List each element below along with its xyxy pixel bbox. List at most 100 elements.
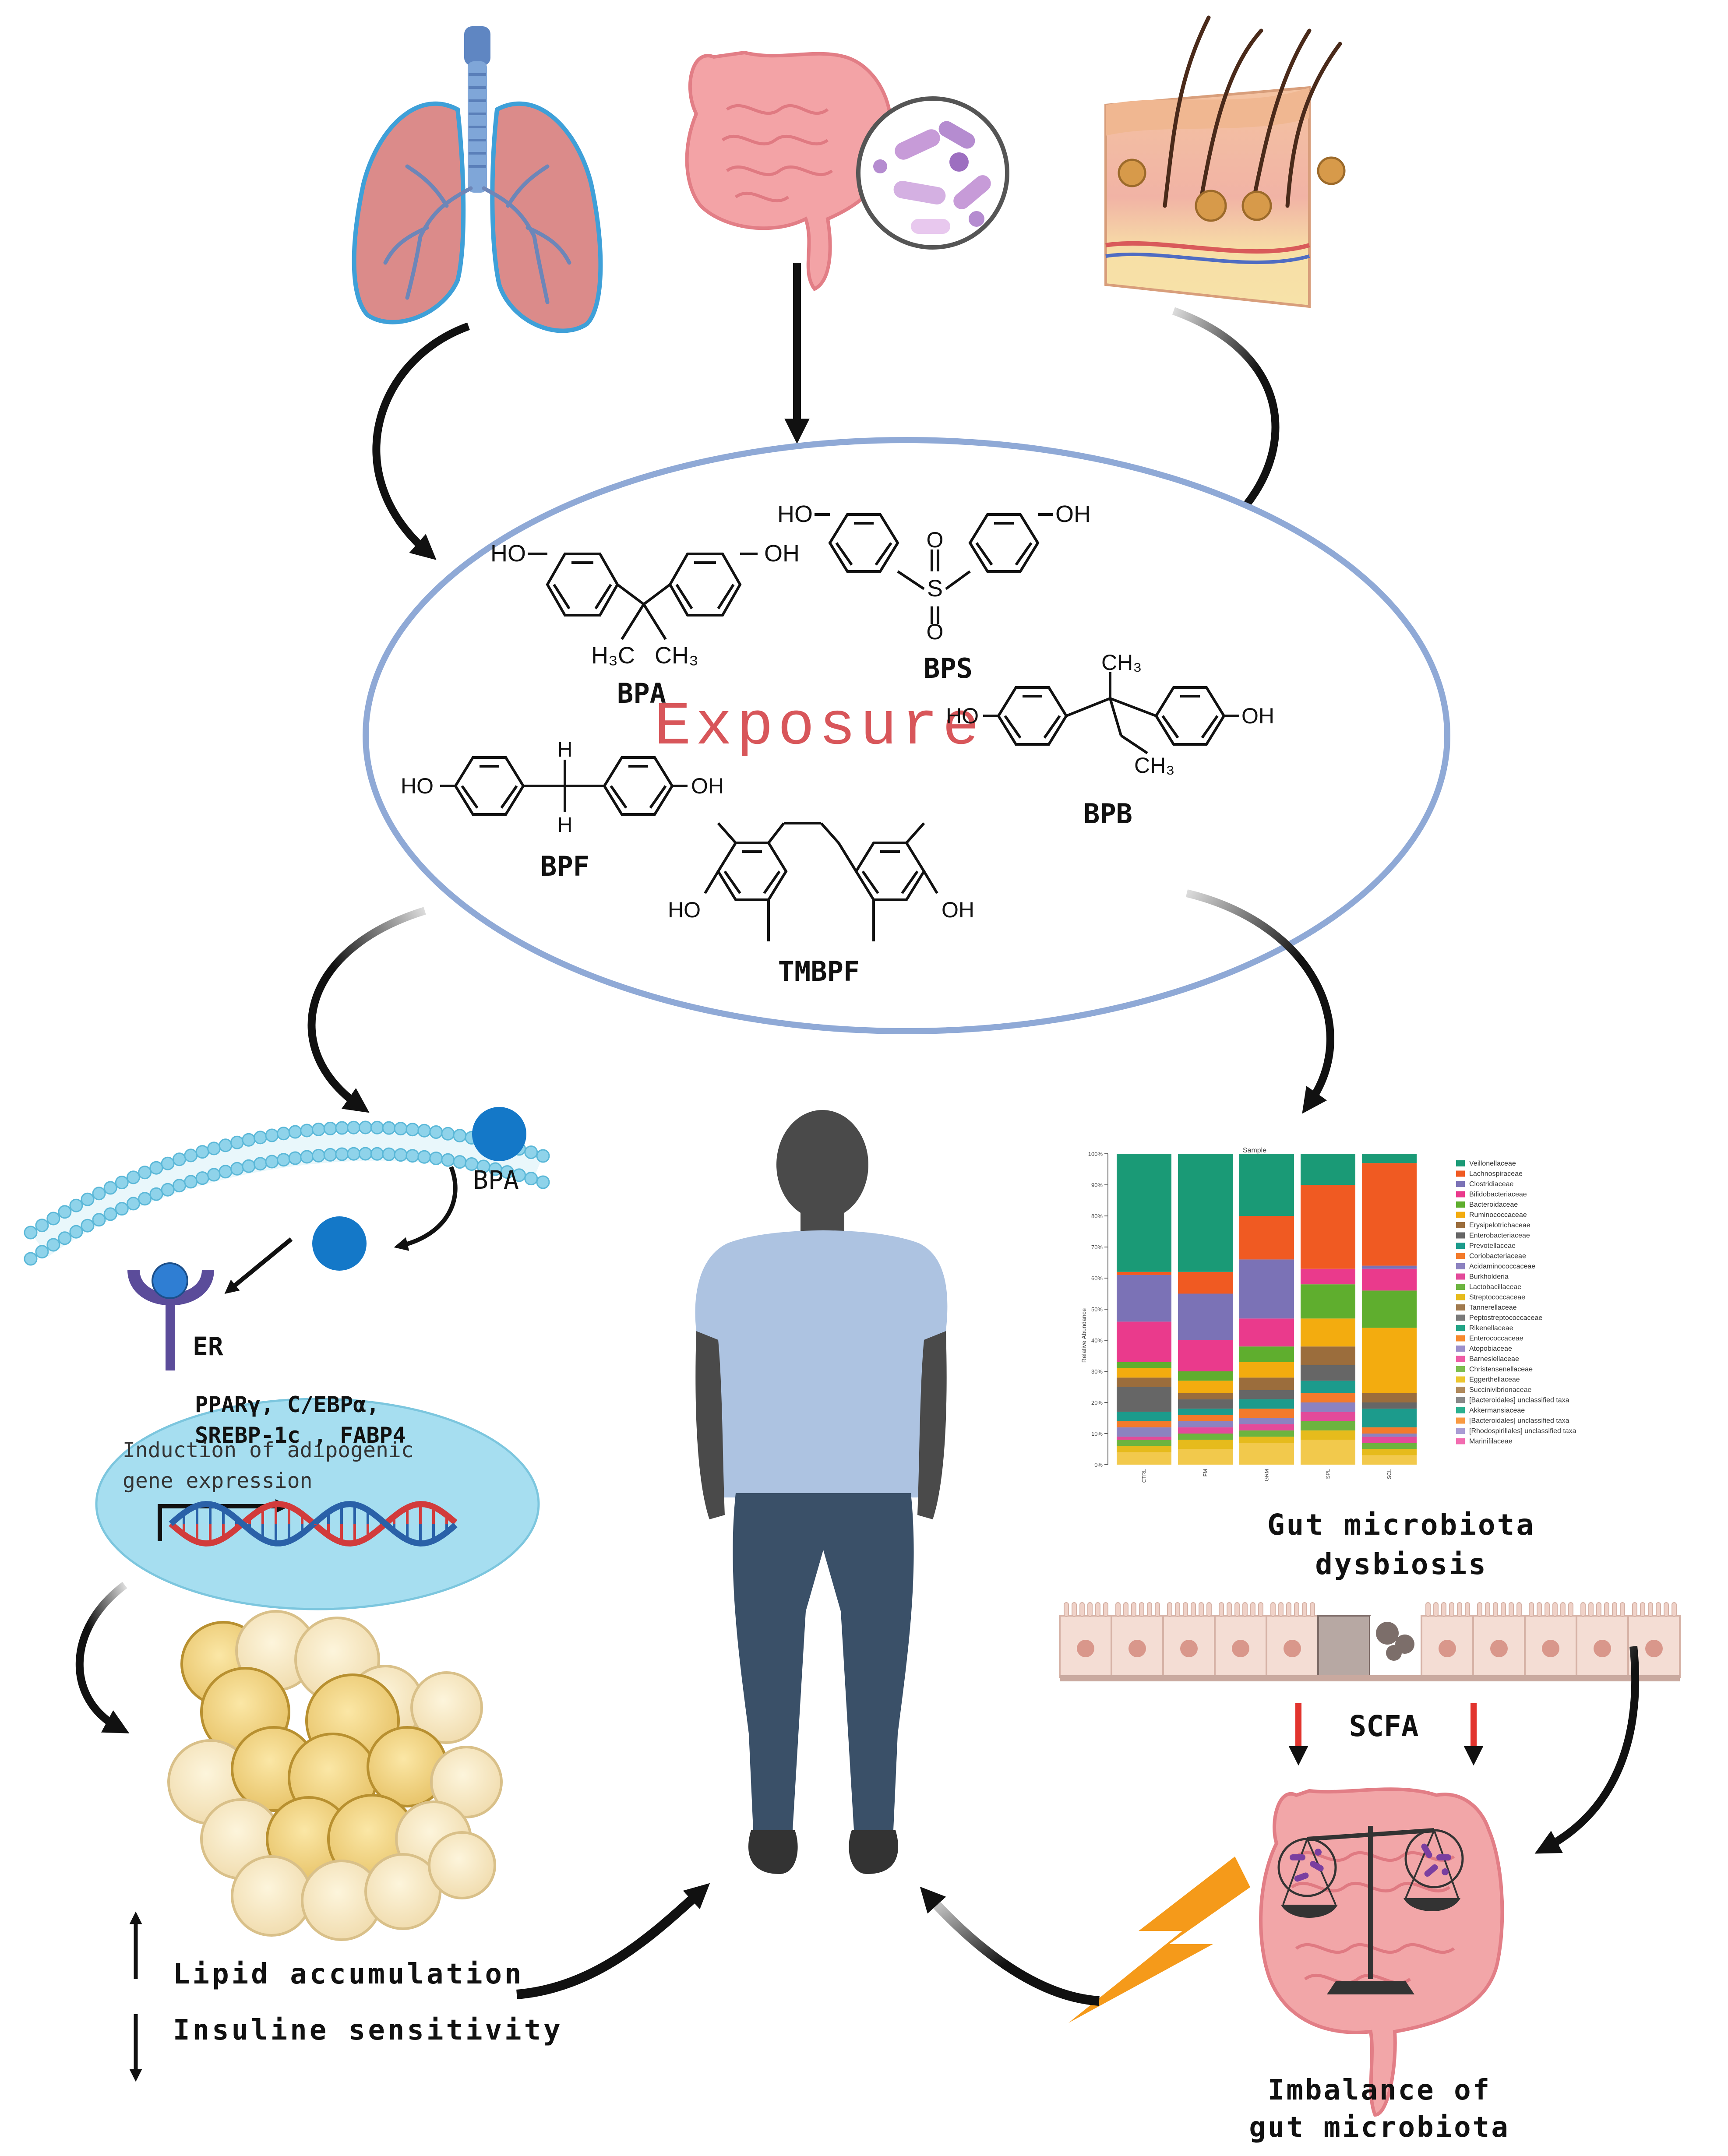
phospholipid-head <box>441 1127 455 1141</box>
phospholipid-head <box>207 1141 221 1156</box>
phospholipid-head <box>46 1212 60 1226</box>
bar-segment <box>1239 1318 1294 1347</box>
microvillus <box>1087 1602 1093 1617</box>
bar-segment <box>1178 1371 1233 1381</box>
y-tick-label: 30% <box>1091 1368 1103 1375</box>
phospholipid-head <box>92 1187 106 1201</box>
bar-segment <box>1239 1346 1294 1362</box>
legend-swatch <box>1456 1181 1465 1187</box>
bpb-methyl-top-label: CH₃ <box>1101 650 1142 675</box>
ligand-to-receptor-arrow <box>224 1237 293 1294</box>
phospholipid-head <box>429 1151 443 1165</box>
legend-label: Barnesiellaceae <box>1469 1356 1519 1363</box>
phospholipid-head <box>406 1123 420 1137</box>
legend-label: Atopobiaceae <box>1469 1345 1512 1353</box>
bar-segment <box>1117 1368 1171 1378</box>
microvillus <box>1449 1602 1454 1617</box>
phospholipid-head <box>300 1150 314 1164</box>
exposure-ellipse <box>363 437 1450 1034</box>
legend-label: Bacteroidaceae <box>1469 1201 1518 1208</box>
imbalance-to-obesity-arrow <box>920 1886 1100 2006</box>
phospholipid-head <box>429 1125 443 1139</box>
y-tick-label: 0% <box>1094 1462 1103 1468</box>
phospholipid-head <box>126 1170 140 1184</box>
bar-segment <box>1239 1216 1294 1260</box>
bar-segment <box>1178 1381 1233 1393</box>
microvillus <box>1278 1602 1284 1617</box>
gut-epithelium-icon <box>1059 1602 1681 1681</box>
legend-label: Veillonellaceae <box>1469 1160 1516 1167</box>
bar-segment <box>1117 1387 1171 1412</box>
legend-label: Peptostreptococcaceae <box>1469 1314 1542 1322</box>
microvillus <box>1302 1602 1307 1617</box>
bpa-ho-label: HO <box>490 540 526 567</box>
microvillus <box>1072 1602 1077 1617</box>
cell-nucleus <box>1128 1640 1146 1657</box>
microvillus <box>1199 1602 1204 1617</box>
induction-text-line1: Induction of adipogenic <box>123 1438 414 1462</box>
phospholipid-head <box>406 1149 420 1163</box>
bar-segment <box>1362 1402 1417 1409</box>
adipocyte <box>430 1746 503 1818</box>
bps-o-top-label: O <box>927 528 944 552</box>
microvillus <box>1632 1602 1637 1617</box>
cell-nucleus <box>1439 1640 1456 1657</box>
adipocyte <box>428 1831 496 1899</box>
microvillus <box>1493 1602 1498 1617</box>
bar-segment <box>1178 1340 1233 1371</box>
bar-segment <box>1239 1259 1294 1319</box>
bar-segment <box>1178 1427 1233 1434</box>
phospholipid-head <box>536 1175 550 1189</box>
phospholipid-head <box>417 1124 431 1138</box>
bar-segment <box>1117 1437 1171 1440</box>
phospholipid-head <box>219 1138 233 1152</box>
bpa-ligand-inside <box>312 1216 367 1271</box>
microvillus <box>1079 1602 1085 1617</box>
microvillus <box>1294 1602 1299 1617</box>
phospholipid-head <box>103 1181 117 1195</box>
tmbpf-oh-label: OH <box>942 898 974 922</box>
bpb-structure <box>983 672 1239 754</box>
legend-swatch <box>1456 1232 1465 1239</box>
bar-segment <box>1362 1265 1417 1269</box>
bps-name: BPS <box>924 652 973 684</box>
scfa-label: SCFA <box>1349 1709 1419 1743</box>
legend-label: Acidaminococcaceae <box>1469 1263 1535 1270</box>
bar-segment <box>1362 1393 1417 1402</box>
bpb-oh-label: OH <box>1241 704 1274 728</box>
legend-swatch <box>1456 1314 1465 1321</box>
bpa-oh-label: OH <box>764 540 800 567</box>
bpa-methyl-left-label: H₃C <box>591 642 635 669</box>
bar-segment <box>1117 1446 1171 1452</box>
y-tick-label: 100% <box>1088 1151 1103 1157</box>
bacteria-cluster-icon <box>1376 1622 1399 1645</box>
cell-nucleus <box>1594 1640 1611 1657</box>
microvillus <box>1123 1602 1128 1617</box>
bar-segment <box>1301 1430 1355 1440</box>
phospholipid-head <box>536 1149 550 1163</box>
phospholipid-head <box>370 1147 384 1161</box>
bar-segment <box>1117 1440 1171 1446</box>
legend-swatch <box>1456 1273 1465 1280</box>
microvillus <box>1457 1602 1462 1617</box>
legend-swatch <box>1456 1397 1465 1403</box>
microvillus <box>1516 1602 1522 1617</box>
bar-segment <box>1362 1434 1417 1437</box>
bps-o-bottom-label: O <box>927 620 944 644</box>
bar-segment <box>1301 1346 1355 1365</box>
microvillus <box>1672 1602 1677 1617</box>
legend-swatch <box>1456 1191 1465 1198</box>
imbalanced-intestine-icon <box>1259 1787 1504 2117</box>
microvillus <box>1103 1602 1108 1617</box>
phospholipid-head <box>35 1245 49 1259</box>
imbalance-caption-line2: gut microbiota <box>1249 2111 1509 2144</box>
bar-segment <box>1362 1455 1417 1465</box>
microvillus <box>1183 1602 1188 1617</box>
y-tick-label: 50% <box>1091 1306 1103 1313</box>
phospholipid-head <box>417 1150 431 1164</box>
bpa-methyl-right-label: CH₃ <box>655 642 698 669</box>
cell-nucleus <box>1077 1640 1094 1657</box>
microvillus <box>1115 1602 1121 1617</box>
bar-segment <box>1239 1418 1294 1424</box>
legend-label: Burkholderia <box>1469 1273 1509 1281</box>
